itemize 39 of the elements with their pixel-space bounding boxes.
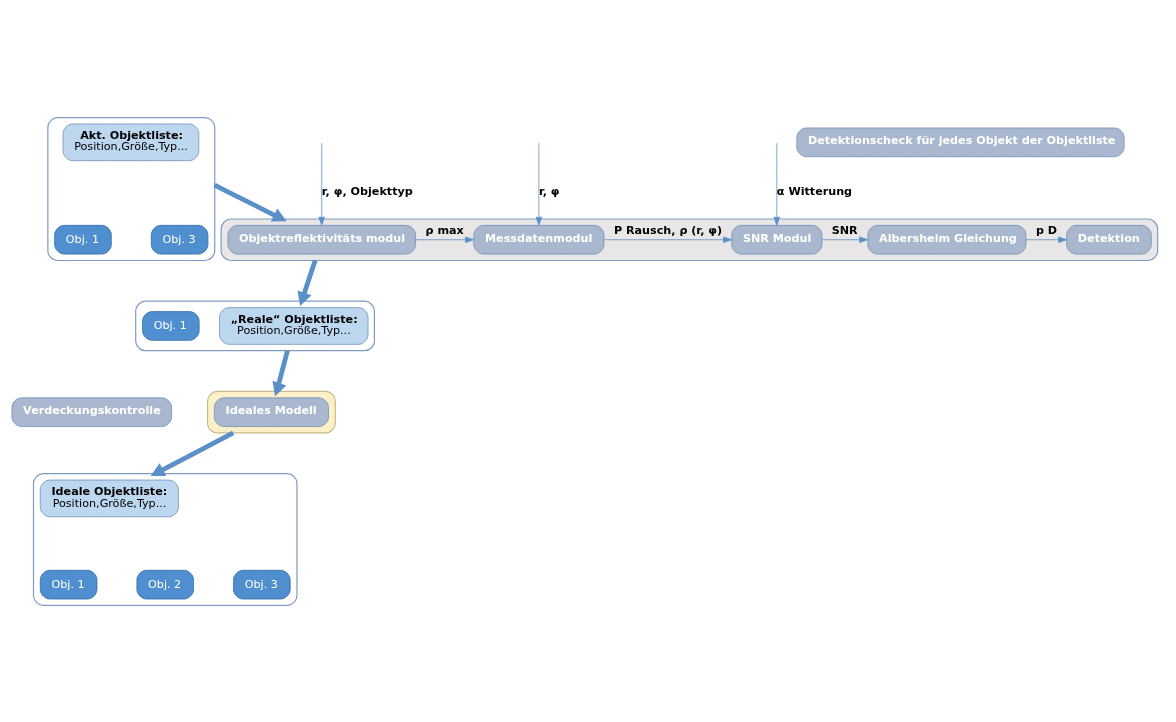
- edge-label: r, φ: [538, 184, 560, 198]
- arrow: [150, 430, 235, 476]
- node-box: Detektionscheck für jedes Objekt der Objektliste: [796, 127, 1125, 157]
- node-box: SNR Modul: [731, 224, 823, 254]
- node-box: Ideales Modell: [213, 396, 329, 427]
- arrow: [297, 259, 318, 306]
- node-box: Ideale Objektliste: Position,Größe,Typ...: [39, 479, 179, 517]
- arrow: [1025, 236, 1067, 243]
- node-box: Messdatenmodul: [473, 224, 605, 254]
- node-box: Verdeckungskontrolle: [11, 396, 172, 427]
- node-box: Obj. 2: [136, 569, 194, 599]
- arrow: [773, 142, 780, 226]
- arrow: [535, 142, 543, 226]
- arrow: [318, 142, 325, 226]
- arrow: [213, 182, 287, 222]
- edge-label: P Rausch, ρ (r, φ): [613, 223, 723, 237]
- node-box: Obj. 1: [54, 224, 112, 254]
- node-box: Obj. 1: [39, 569, 98, 599]
- node-box: Albersheim Gleichung: [867, 224, 1027, 254]
- node-box: Obj. 3: [150, 224, 209, 254]
- edge-label: SNR: [831, 223, 858, 237]
- arrow: [821, 236, 869, 243]
- cluster: [47, 116, 216, 261]
- arrow: [272, 349, 290, 396]
- node-box: Detektion: [1066, 224, 1152, 254]
- node-box: Akt. Objektliste: Position,Größe,Typ...: [62, 123, 200, 161]
- node-box: Objektreflektivitäts modul: [227, 224, 416, 254]
- arrow: [603, 236, 732, 243]
- edge-label: α Witterung: [776, 184, 853, 198]
- cluster: [32, 472, 298, 606]
- edge-label: p D: [1035, 223, 1058, 237]
- node-box: „Reale“ Objektliste: Position,Größe,Typ...: [219, 306, 369, 345]
- cluster: [135, 300, 376, 351]
- cluster: [206, 390, 336, 434]
- node-box: Obj. 1: [142, 310, 200, 341]
- edge-label: r, φ, Objekttyp: [321, 184, 413, 198]
- arrow: [415, 236, 474, 243]
- node-box: Obj. 3: [233, 569, 291, 599]
- edge-label: ρ max: [425, 223, 464, 237]
